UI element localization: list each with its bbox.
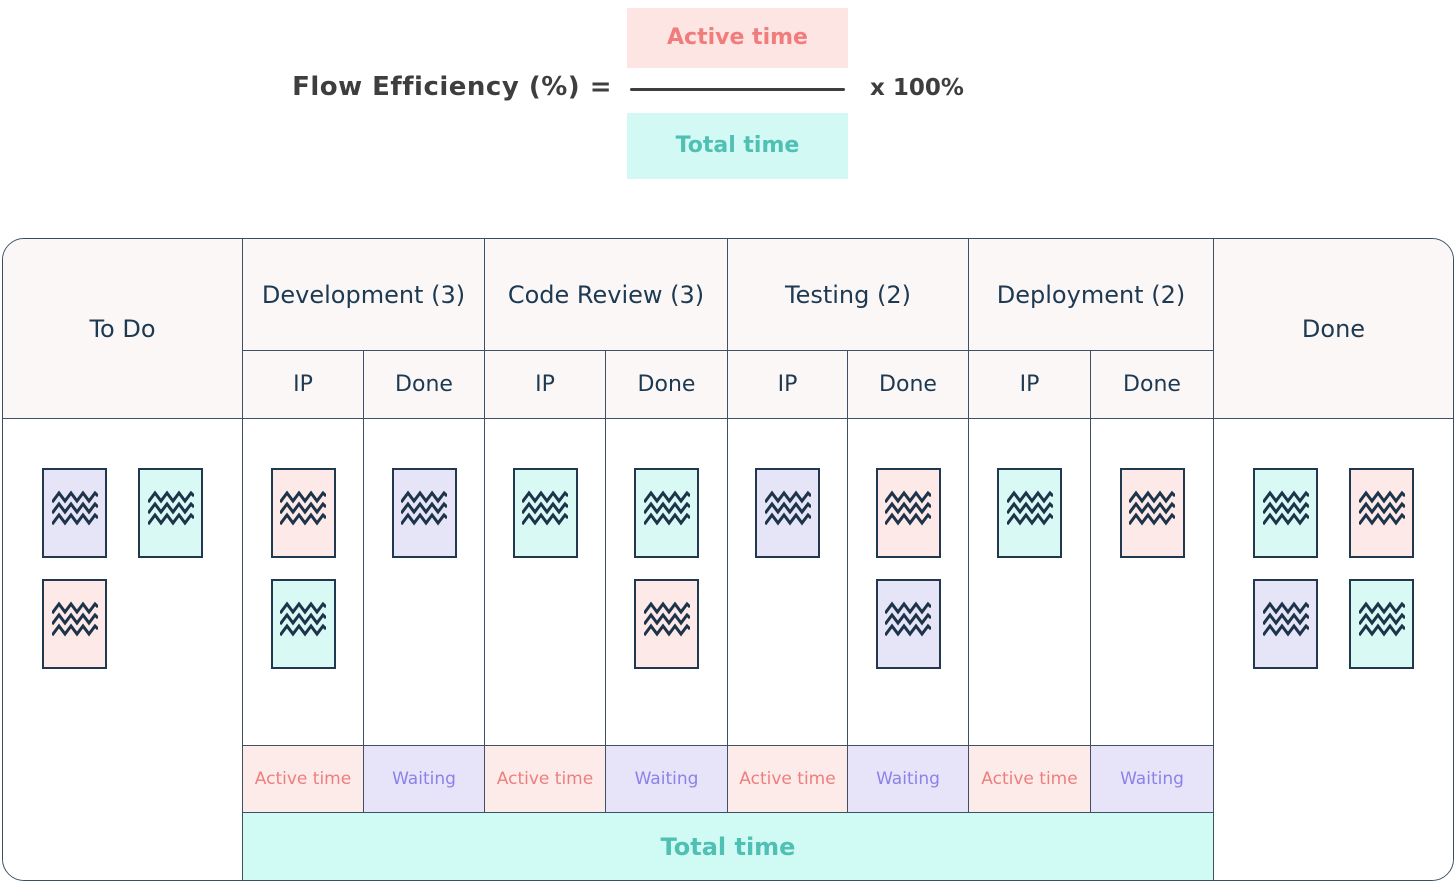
subheader-code-review-done: Done	[606, 351, 728, 419]
lane-deployment-done	[1091, 419, 1214, 746]
lane-testing-done	[848, 419, 969, 746]
band-waiting-development: Waiting	[364, 746, 485, 813]
squiggle-text-icon	[401, 490, 447, 526]
task-card-lavender	[755, 468, 820, 558]
total-time-bar: Total time	[243, 813, 1214, 880]
column-header-testing: Testing (2)	[728, 239, 969, 351]
band-active-code-review: Active time	[485, 746, 606, 813]
column-header-development: Development (3)	[243, 239, 485, 351]
squiggle-text-icon	[885, 601, 931, 637]
card-row	[1119, 468, 1185, 558]
column-header-deployment: Deployment (2)	[969, 239, 1214, 351]
flow-efficiency-formula: Flow Efficiency (%) = Active time Total …	[0, 0, 1456, 200]
subheader-deployment-ip: IP	[969, 351, 1091, 419]
task-card-cyan	[138, 468, 203, 558]
lane-code-review-done	[606, 419, 728, 746]
task-card-pink	[42, 579, 107, 669]
task-card-lavender	[875, 579, 941, 669]
task-card-pink	[1119, 468, 1185, 558]
band-waiting-testing: Waiting	[848, 746, 969, 813]
squiggle-text-icon	[147, 490, 194, 526]
squiggle-text-icon	[1262, 490, 1309, 526]
card-row	[512, 468, 578, 558]
squiggle-text-icon	[764, 490, 811, 526]
card-row	[42, 579, 203, 669]
squiggle-text-icon	[1129, 490, 1175, 526]
lane-done	[1214, 419, 1453, 880]
squiggle-text-icon	[280, 601, 326, 637]
formula-fraction: Active time Total time	[627, 8, 848, 179]
card-row	[755, 468, 820, 558]
card-row	[42, 468, 203, 558]
squiggle-text-icon	[51, 490, 98, 526]
task-card-cyan	[634, 468, 699, 558]
column-header-done: Done	[1214, 239, 1453, 419]
task-card-pink	[1349, 468, 1414, 558]
lane-code-review-ip	[485, 419, 606, 746]
band-active-testing: Active time	[728, 746, 848, 813]
squiggle-text-icon	[885, 490, 931, 526]
column-header-code-review: Code Review (3)	[485, 239, 728, 351]
formula-lhs: Flow Efficiency (%) =	[292, 72, 612, 102]
task-card-lavender	[1253, 579, 1318, 669]
task-card-cyan	[1253, 468, 1318, 558]
lane-development-done	[364, 419, 485, 746]
lane-testing-ip	[728, 419, 848, 746]
card-row	[1253, 579, 1414, 669]
squiggle-text-icon	[51, 601, 98, 637]
squiggle-text-icon	[643, 601, 690, 637]
band-active-development: Active time	[243, 746, 364, 813]
subheader-testing-done: Done	[848, 351, 969, 419]
card-row	[1253, 468, 1414, 558]
task-card-lavender	[42, 468, 107, 558]
card-row	[270, 579, 336, 669]
band-active-deployment: Active time	[969, 746, 1091, 813]
squiggle-text-icon	[643, 490, 690, 526]
squiggle-text-icon	[522, 490, 568, 526]
task-card-cyan	[1349, 579, 1414, 669]
card-row	[875, 468, 941, 558]
lane-development-ip	[243, 419, 364, 746]
squiggle-text-icon	[280, 490, 326, 526]
task-card-lavender	[391, 468, 457, 558]
squiggle-text-icon	[1006, 490, 1053, 526]
task-card-pink	[270, 468, 336, 558]
subheader-development-done: Done	[364, 351, 485, 419]
formula-multiplier: x 100%	[870, 75, 964, 101]
formula-denominator: Total time	[627, 113, 848, 179]
subheader-code-review-ip: IP	[485, 351, 606, 419]
subheader-development-ip: IP	[243, 351, 364, 419]
squiggle-text-icon	[1358, 490, 1405, 526]
lane-todo	[3, 419, 243, 880]
card-row	[634, 579, 699, 669]
card-row	[270, 468, 336, 558]
task-card-cyan	[512, 468, 578, 558]
lane-deployment-ip	[969, 419, 1091, 746]
card-row	[634, 468, 699, 558]
subheader-testing-ip: IP	[728, 351, 848, 419]
fraction-bar	[630, 88, 845, 91]
task-card-pink	[634, 579, 699, 669]
squiggle-text-icon	[1262, 601, 1309, 637]
kanban-board: To Do Development (3) Code Review (3) Te…	[2, 238, 1454, 881]
subheader-deployment-done: Done	[1091, 351, 1214, 419]
card-row	[875, 579, 941, 669]
band-waiting-deployment: Waiting	[1091, 746, 1214, 813]
band-waiting-code-review: Waiting	[606, 746, 728, 813]
task-card-cyan	[270, 579, 336, 669]
column-header-todo: To Do	[3, 239, 243, 419]
formula-numerator: Active time	[627, 8, 848, 68]
task-card-pink	[875, 468, 941, 558]
card-row	[997, 468, 1062, 558]
squiggle-text-icon	[1358, 601, 1405, 637]
card-row	[391, 468, 457, 558]
task-card-cyan	[997, 468, 1062, 558]
